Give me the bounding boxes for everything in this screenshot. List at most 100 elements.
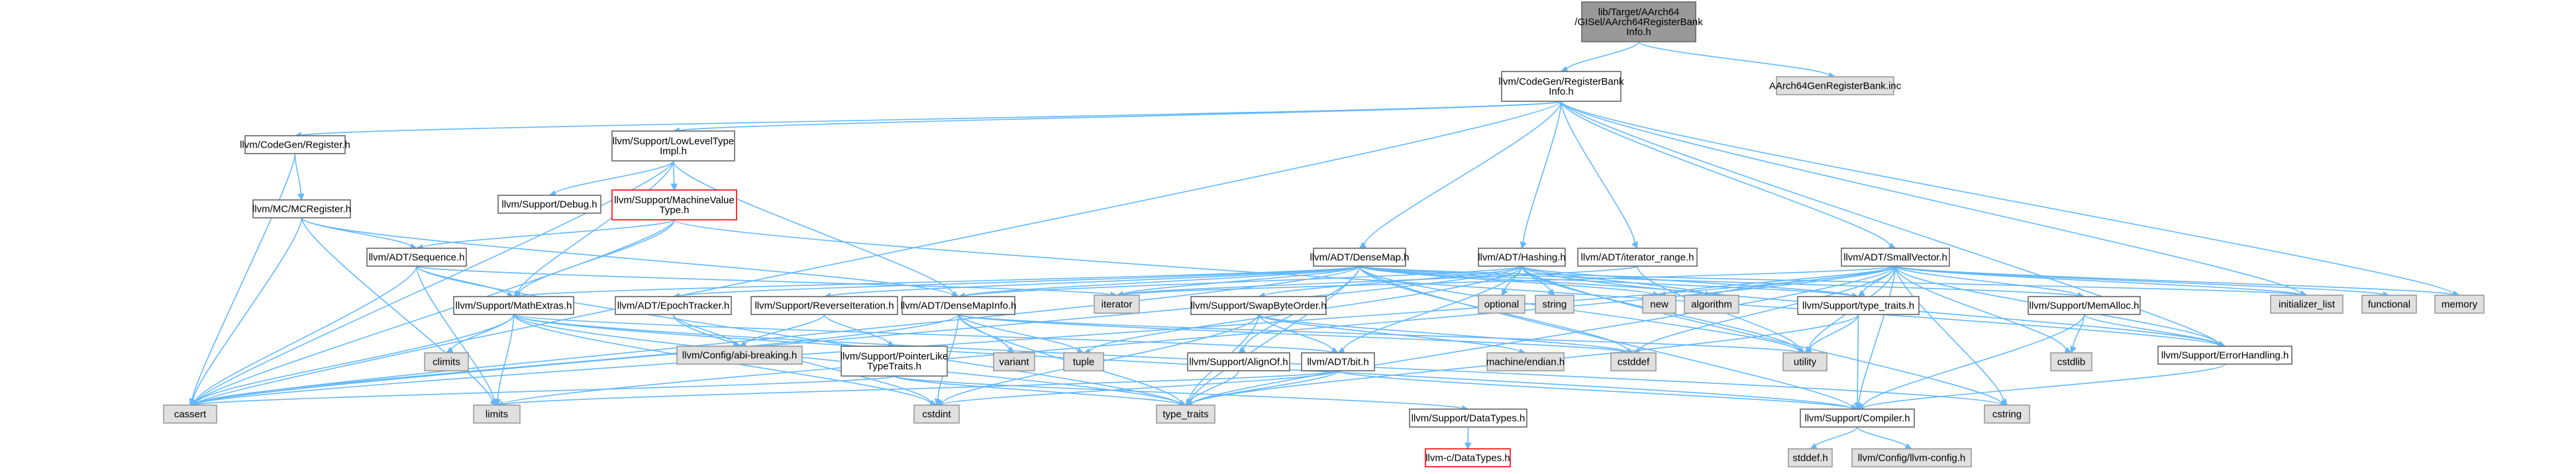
node-swapbyte[interactable]: llvm/Support/SwapByteOrder.h (1190, 296, 1327, 315)
node-abibreak: llvm/Config/abi-breaking.h (676, 346, 803, 365)
node-box (1684, 295, 1739, 314)
node-cstring: cstring (1984, 404, 2030, 424)
node-box (913, 404, 960, 424)
node-label: llvm/ADT/Hashing.h (1478, 252, 1566, 263)
node-reviter[interactable]: llvm/Support/ReverseIteration.h (750, 296, 898, 315)
edge-arrowhead (670, 183, 678, 191)
edge-line (1359, 265, 1853, 297)
node-label: llvm/Support/SwapByteOrder.h (1190, 301, 1326, 312)
edge-mcreg-to-cassert (189, 217, 303, 406)
edge-line (301, 217, 412, 248)
node-label: TypeTraits.h (867, 361, 921, 372)
edge-line (1258, 314, 1628, 353)
edge-mathextras-to-climits (446, 314, 515, 354)
node-cdatatypes[interactable]: llvm-c/DataTypes.h (1425, 448, 1511, 467)
node-label: cstdlib (2057, 357, 2086, 368)
edge-line (1359, 265, 2079, 297)
node-seq[interactable]: llvm/ADT/Sequence.h (366, 248, 467, 267)
node-dmi[interactable]: llvm/ADT/DenseMapInfo.h (900, 296, 1017, 315)
edge-line (513, 314, 1852, 410)
node-label: Info.h (1626, 26, 1651, 38)
node-label: llvm/Config/llvm-config.h (1858, 453, 1966, 464)
node-box (366, 248, 467, 267)
node-label: llvm-c/DataTypes.h (1425, 453, 1510, 464)
node-box (615, 296, 732, 315)
node-label: llvm/Support/type_traits.h (1802, 301, 1914, 312)
node-label: llvm/Support/PointerLike (841, 351, 949, 362)
node-smallvec[interactable]: llvm/ADT/SmallVector.h (1841, 248, 1950, 267)
node-iterrange[interactable]: llvm/ADT/iterator_range.h (1577, 248, 1698, 267)
node-typetraitsh[interactable]: llvm/Support/type_traits.h (1797, 296, 1920, 315)
node-label: cstdint (922, 409, 951, 420)
edge-bit-to-typetraits (1184, 370, 1339, 408)
node-mathextras[interactable]: llvm/Support/MathExtras.h (453, 296, 574, 315)
node-box (1187, 352, 1290, 371)
edge-line (301, 217, 493, 401)
edge-line (1894, 265, 2454, 296)
edge-rbi-to-initlist (1561, 101, 2308, 297)
edge-typetraitsh-to-utility (1804, 314, 1859, 354)
edge-memalloc-to-cstdlib (2069, 314, 2085, 354)
edge-line (1665, 265, 1896, 295)
node-root[interactable]: lib/Target/AArch64/GISel/AArch64Register… (1574, 1, 1703, 42)
node-memory: memory (2434, 295, 2485, 314)
node-debug[interactable]: llvm/Support/Debug.h (497, 195, 601, 214)
node-label: Type.h (659, 205, 689, 216)
node-label: tuple (1073, 357, 1095, 368)
node-epoch[interactable]: llvm/ADT/EpochTracker.h (615, 296, 732, 315)
node-llvmconfig: llvm/Config/llvm-config.h (1851, 448, 1972, 467)
edge-line (937, 314, 959, 400)
node-box (611, 130, 735, 162)
edge-dmi-to-cstdint (935, 314, 959, 406)
node-label: optional (1484, 299, 1520, 310)
node-label: llvm/Support/MachineValue (614, 195, 734, 206)
node-label: cstddef (1618, 357, 1650, 368)
node-label: llvm/ADT/DenseMap.h (1310, 252, 1409, 263)
node-label: llvm/CodeGen/RegisterBank (1498, 76, 1624, 87)
node-datatypes[interactable]: llvm/Support/DataTypes.h (1409, 408, 1527, 428)
node-label: cstring (1992, 409, 2022, 420)
edge-line (1815, 426, 1858, 447)
edge-arrowhead (1809, 443, 1818, 450)
edge-line (497, 314, 515, 400)
node-cgreg[interactable]: llvm/CodeGen/Register.h (240, 135, 350, 154)
edge-rbi-to-smallvec (1561, 101, 1896, 250)
node-densemap[interactable]: llvm/ADT/DenseMap.h (1310, 248, 1410, 267)
node-box (1409, 408, 1527, 428)
node-typetraits: type_traits (1156, 404, 1215, 424)
node-hashing[interactable]: llvm/ADT/Hashing.h (1478, 248, 1566, 267)
node-box (676, 346, 803, 365)
edge-line (1561, 101, 2220, 345)
node-box (1788, 448, 1833, 467)
edge-line (1561, 101, 2302, 295)
node-utility: utility (1782, 352, 1828, 371)
node-memalloc[interactable]: llvm/Support/MemAlloc.h (2028, 296, 2141, 315)
edge-arrowhead (1501, 288, 1508, 296)
node-compiler[interactable]: llvm/Support/Compiler.h (1800, 408, 1915, 428)
node-bit[interactable]: llvm/ADT/bit.h (1301, 352, 1375, 371)
node-box (1800, 408, 1915, 428)
node-label: Impl.h (660, 146, 687, 157)
node-mcreg[interactable]: llvm/MC/MCRegister.h (252, 199, 351, 218)
edge-mvt-to-mathextras (513, 219, 675, 297)
edge-line (451, 314, 515, 350)
node-layer: lib/Target/AArch64/GISel/AArch64Register… (163, 1, 2485, 467)
node-alignof[interactable]: llvm/Support/AlignOf.h (1187, 352, 1290, 371)
edge-line (745, 314, 825, 345)
node-label: limits (486, 409, 508, 420)
edge-cgreg-to-mcreg (294, 153, 305, 201)
node-errhandling[interactable]: llvm/Support/ErrorHandling.h (2157, 346, 2293, 365)
edge-line (1264, 265, 1523, 297)
node-box (2270, 295, 2344, 314)
node-inc: AArch64GenRegisterBank.inc (1769, 76, 1902, 95)
node-box (1313, 248, 1406, 267)
edge-arrowhead (297, 193, 305, 201)
edge-line (1862, 314, 2085, 407)
node-box (2157, 346, 2293, 365)
edge-line (1809, 314, 1859, 350)
